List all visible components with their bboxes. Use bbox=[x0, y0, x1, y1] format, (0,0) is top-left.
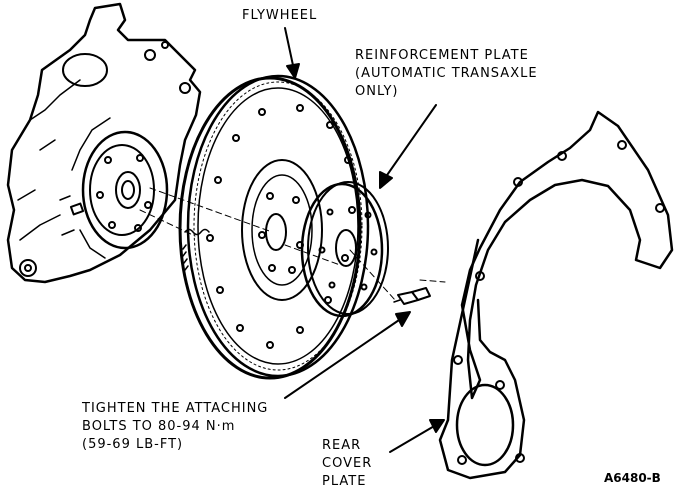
rear-cover-label-line-2: COVER bbox=[322, 456, 373, 471]
engine-block bbox=[6, 2, 202, 284]
rear-cover-label-line-3: PLATE bbox=[322, 474, 367, 489]
figure-reference-code: A6480-B bbox=[604, 471, 661, 485]
reinforcement-label-line-3: ONLY) bbox=[355, 84, 399, 99]
leader-arrows bbox=[284, 27, 445, 453]
rear-cover-label-line-1: REAR bbox=[322, 438, 362, 453]
reinforcement-label-line-2: (AUTOMATIC TRANSAXLE bbox=[355, 66, 538, 81]
rear-cover-plate bbox=[438, 110, 674, 480]
flywheel bbox=[178, 74, 370, 380]
reinforcement-plate bbox=[300, 181, 389, 318]
attaching-bolt bbox=[393, 287, 431, 305]
tighten-label-line-2: BOLTS TO 80-94 N·m bbox=[82, 419, 236, 434]
reinforcement-label-line-1: REINFORCEMENT PLATE bbox=[355, 48, 529, 63]
tighten-label-line-3: (59-69 LB-FT) bbox=[82, 437, 184, 452]
flywheel-label: FLYWHEEL bbox=[242, 8, 318, 23]
tighten-label-line-1: TIGHTEN THE ATTACHING bbox=[82, 401, 269, 416]
